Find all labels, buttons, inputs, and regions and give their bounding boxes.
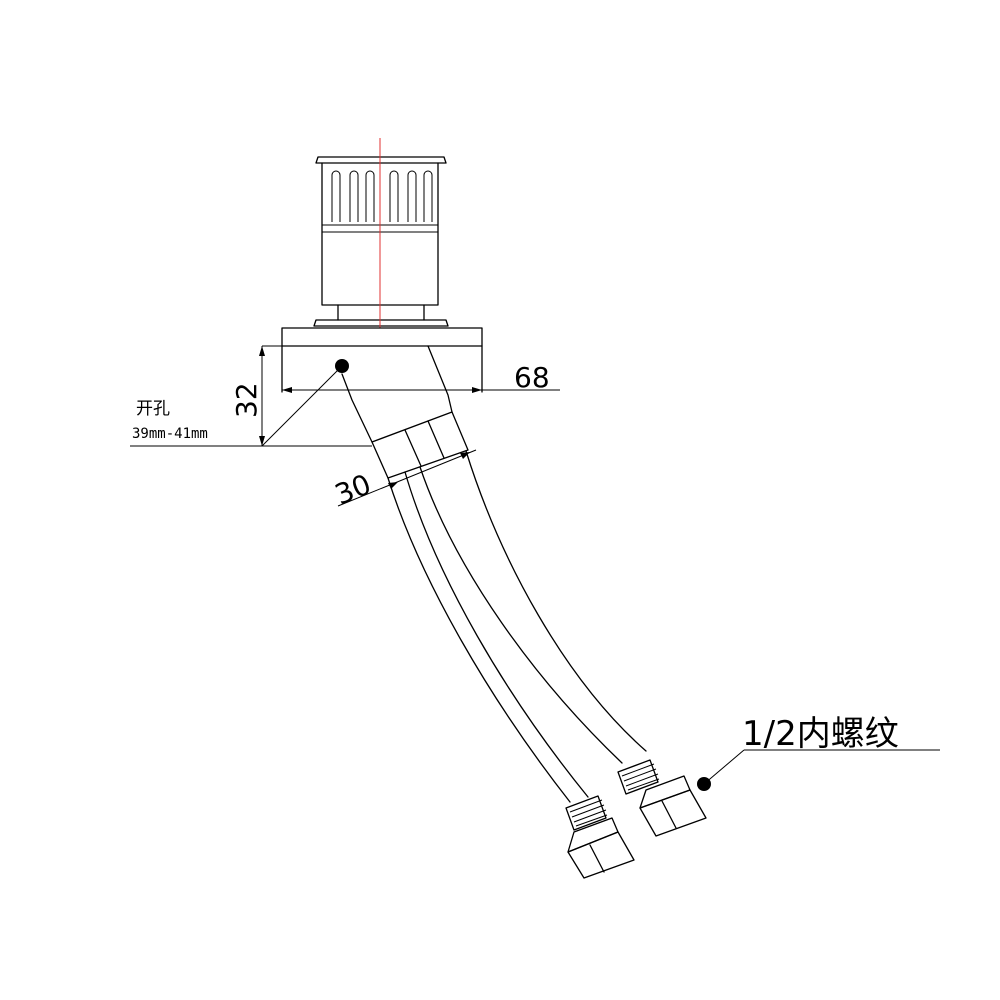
thread-marker-dot [697, 777, 711, 791]
thread-leader: 1/2内螺纹 [697, 714, 940, 791]
dimension-68-label: 68 [514, 361, 550, 394]
dimension-30-label: 30 [330, 468, 375, 512]
hole-title-label: 开孔 [136, 399, 170, 419]
thread-note-label: 1/2内螺纹 [742, 714, 899, 754]
faucet-handle [313, 156, 449, 327]
faucet-base [281, 327, 483, 393]
hole-range-label: 39mm-41mm [132, 426, 208, 442]
hose-left [387, 471, 589, 803]
hose-right [419, 450, 647, 764]
dimension-30: 30 [330, 449, 477, 512]
hole-marker-dot [335, 359, 349, 373]
dimension-32: 32 [230, 345, 282, 446]
fitting-left [565, 795, 635, 879]
dimension-32-label: 32 [230, 382, 263, 418]
hole-leader: 开孔 39mm-41mm [130, 359, 372, 447]
dimension-68: 68 [282, 361, 560, 394]
fitting-right [617, 759, 707, 837]
hose-connector [341, 345, 469, 479]
